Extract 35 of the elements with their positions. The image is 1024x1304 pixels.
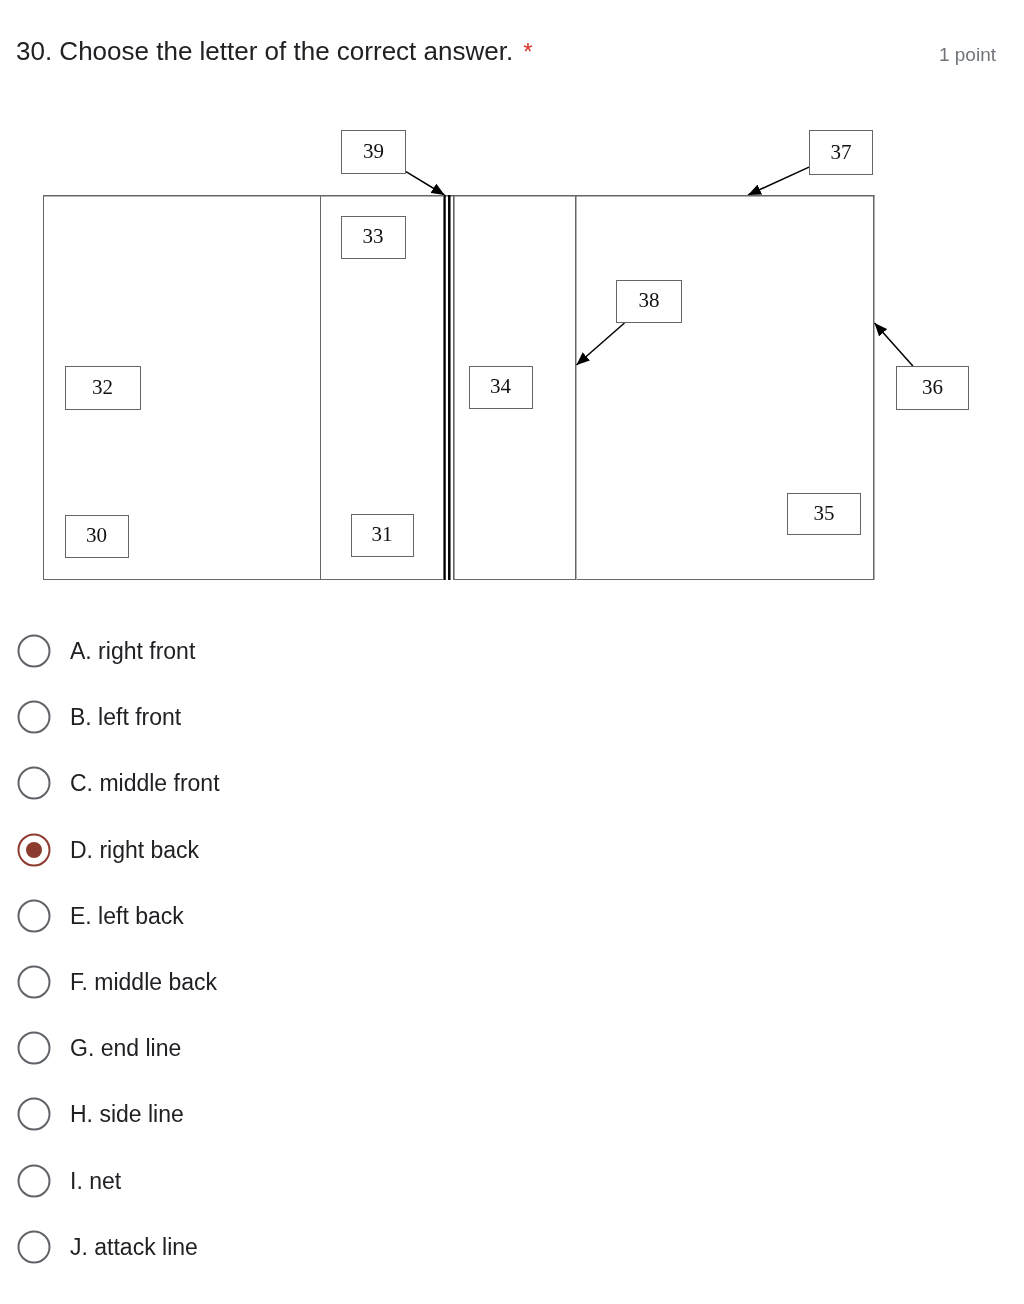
court-line [873, 194, 875, 581]
option-label: A. right front [70, 637, 196, 665]
option-label: J. attack line [70, 1232, 198, 1261]
leader-line [747, 166, 810, 196]
callout-number: 39 [341, 130, 406, 174]
question-title: 30. Choose the letter of the correct answer. [16, 36, 514, 67]
court-zone [43, 195, 321, 580]
court-line [575, 194, 577, 581]
leader-line [405, 170, 446, 196]
callout-number: 34 [468, 365, 533, 409]
court-zone [576, 195, 873, 580]
callout-number: 31 [350, 513, 414, 557]
court-zone [320, 195, 444, 580]
callout-number: 37 [809, 130, 873, 175]
callout-number: 33 [340, 215, 406, 259]
callout-number: 36 [896, 366, 969, 410]
option-label: H. side line [70, 1100, 184, 1129]
required-asterisk: * [523, 38, 533, 66]
option-label: G. end line [70, 1034, 182, 1063]
points-label: 1 point [938, 44, 996, 66]
callout-number: 38 [616, 279, 682, 323]
callout-number: 32 [64, 365, 141, 410]
option-label: E. left back [70, 901, 184, 930]
court-zone [453, 195, 575, 580]
leader-line [575, 322, 626, 366]
leader-line [873, 322, 914, 367]
court-line [42, 195, 876, 197]
option-label: B. left front [70, 703, 182, 732]
option-label: F. middle back [70, 968, 217, 996]
callout-number: 35 [787, 492, 861, 535]
option-label: C. middle front [70, 769, 220, 798]
net-line [443, 194, 455, 581]
option-label: I. net [70, 1166, 122, 1195]
option-label: D. right back [70, 835, 200, 864]
callout-number: 30 [64, 514, 129, 558]
